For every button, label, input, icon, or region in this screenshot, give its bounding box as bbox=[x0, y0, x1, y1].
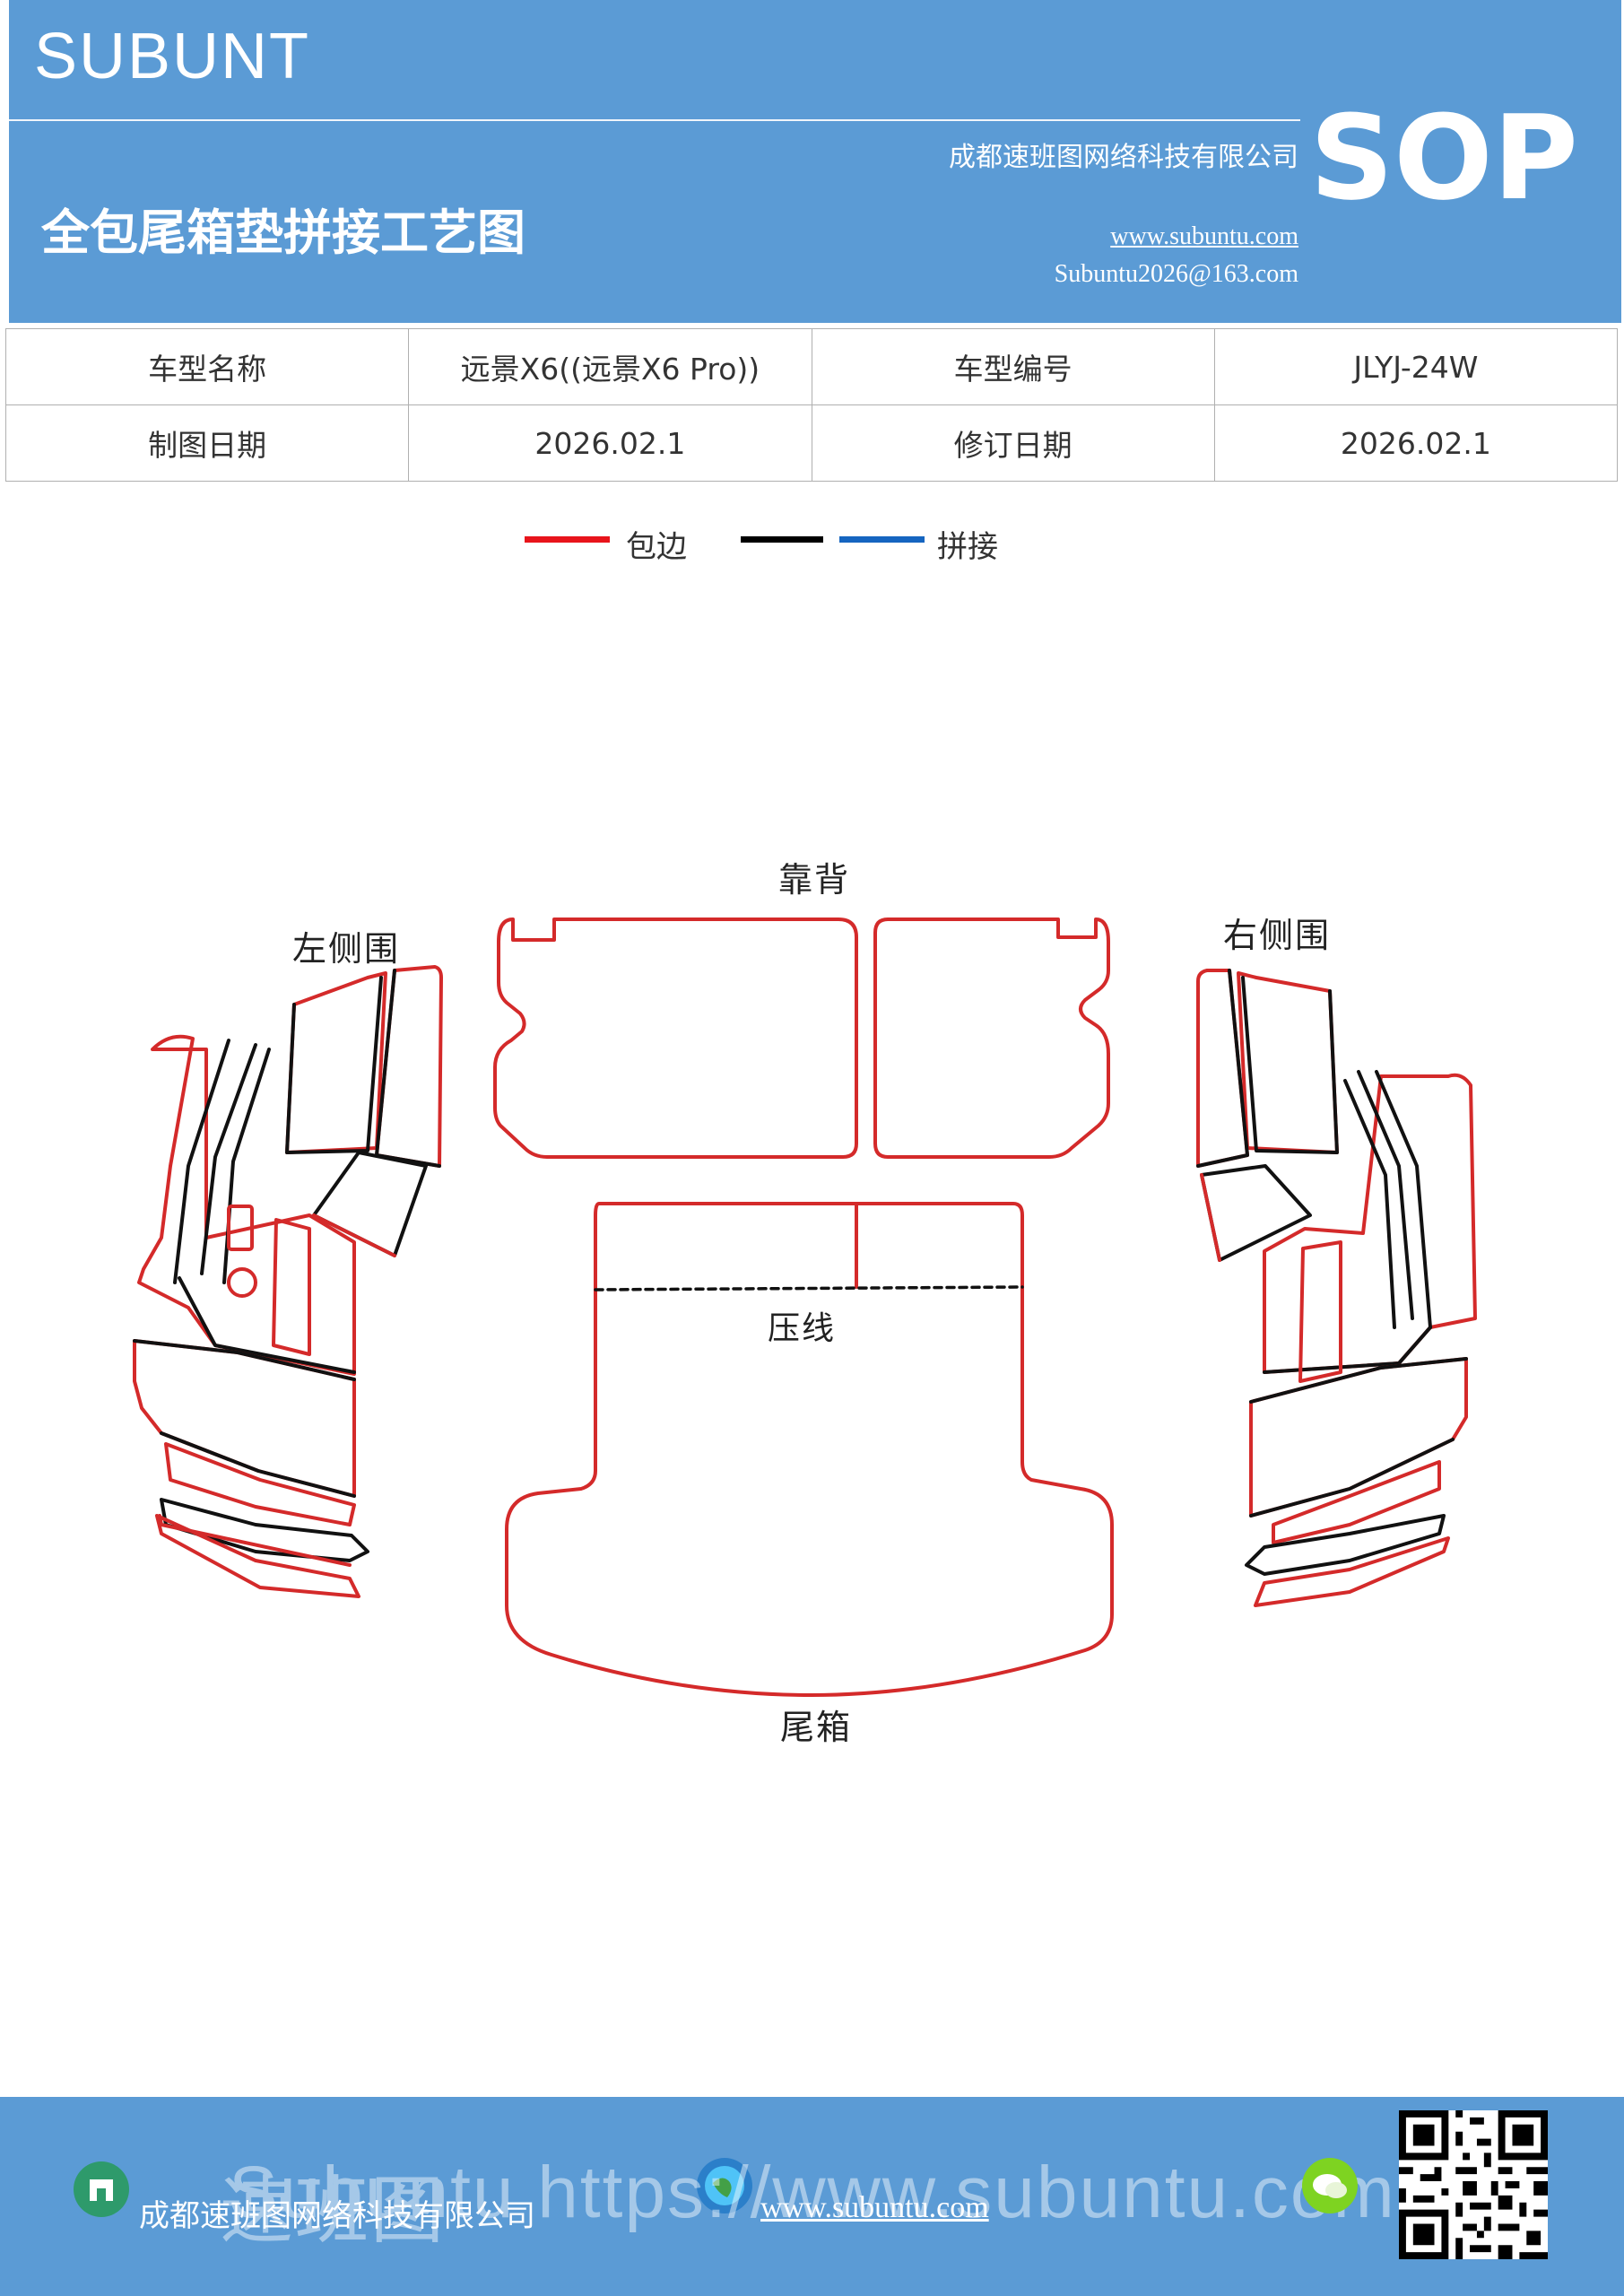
right-side-strip-splice-1 bbox=[1375, 1070, 1432, 1329]
trunk-floor-outline bbox=[505, 1202, 1114, 1697]
model-name-label: 车型名称 bbox=[4, 328, 410, 405]
right-side-strip-splice-3 bbox=[1343, 1079, 1396, 1329]
header-divider bbox=[9, 119, 1300, 121]
revise-date-value: 2026.02.1 bbox=[1213, 404, 1619, 482]
globe-icon bbox=[697, 2158, 752, 2213]
legend-edge-label: 包边 bbox=[626, 529, 687, 565]
crease-label: 压线 bbox=[768, 1310, 837, 1347]
right-side-lower-splice bbox=[1263, 1326, 1432, 1374]
right-side-upper-splice bbox=[1241, 976, 1339, 1154]
left-side-round-hole bbox=[227, 1267, 257, 1298]
header-company: 成都速班图网络科技有限公司 bbox=[949, 142, 1298, 173]
left-side-wedge-edge bbox=[312, 1213, 396, 1257]
left-side-top-right-piece bbox=[375, 965, 443, 1168]
left-side-strip-splice-1 bbox=[173, 1039, 230, 1284]
left-side-bottom-piece bbox=[155, 1514, 360, 1598]
left-side-bottom-strip-1 bbox=[164, 1442, 356, 1526]
model-code-label: 车型编号 bbox=[811, 328, 1215, 405]
footer-website-link[interactable]: www.subuntu.com bbox=[760, 2191, 989, 2224]
legend-splice-label: 拼接 bbox=[937, 529, 998, 565]
header-website-link[interactable]: www.subuntu.com bbox=[1110, 222, 1298, 250]
right-side-lower-panel-splice bbox=[1249, 1357, 1468, 1404]
left-side-top-right-splice bbox=[375, 969, 441, 1168]
header-email: Subuntu2026@163.com bbox=[1054, 260, 1298, 288]
legend-edge-swatch bbox=[525, 536, 610, 543]
legend: 包边 拼接 bbox=[0, 527, 1624, 572]
right-side-label: 右侧围 bbox=[1223, 916, 1332, 955]
backrest-left-panel bbox=[493, 918, 858, 1159]
right-side-bottom-strip-1 bbox=[1272, 1460, 1441, 1544]
legend-black-swatch bbox=[741, 536, 823, 543]
left-side-vertical-slot bbox=[272, 1218, 311, 1356]
right-side-bottom-piece bbox=[1254, 1536, 1450, 1607]
crease-line bbox=[594, 1285, 1024, 1292]
brand-logo-text: SUBUNT bbox=[34, 21, 311, 92]
left-side-lower-panel-splice bbox=[133, 1339, 356, 1381]
left-side-strip-splice-2 bbox=[200, 1043, 257, 1275]
table-row: 制图日期 2026.02.1 修订日期 2026.02.1 bbox=[4, 404, 1619, 482]
header-banner: SUBUNT 成都速班图网络科技有限公司 全包尾箱垫拼接工艺图 www.subu… bbox=[9, 0, 1621, 323]
model-code-value: JLYJ-24W bbox=[1213, 328, 1619, 405]
right-side-top-left-piece bbox=[1196, 969, 1249, 1168]
left-side-label: 左侧围 bbox=[292, 929, 401, 969]
document-title: 全包尾箱垫拼接工艺图 bbox=[41, 204, 525, 261]
trunk-label: 尾箱 bbox=[780, 1708, 853, 1747]
vehicle-info-table: 车型名称 远景X6((远景X6 Pro)) 车型编号 JLYJ-24W 制图日期… bbox=[4, 328, 1619, 482]
footer-watermark-url: Subuntu https://www.subuntu.com bbox=[229, 2152, 1396, 2233]
right-side-vertical-slot bbox=[1298, 1240, 1342, 1383]
right-side-wedge-edge bbox=[1200, 1173, 1221, 1262]
right-side-strip-splice-2 bbox=[1357, 1070, 1414, 1320]
revise-date-label: 修订日期 bbox=[811, 404, 1215, 482]
left-side-lower-splice bbox=[178, 1276, 356, 1374]
right-side-lower-panel-splice-2 bbox=[1249, 1438, 1455, 1518]
backrest-label: 靠背 bbox=[778, 860, 851, 900]
right-side-bottom-strip-2 bbox=[1245, 1514, 1446, 1576]
backrest-right-panel bbox=[873, 918, 1110, 1159]
left-side-upper-splice bbox=[285, 976, 383, 1154]
left-side-lower-panel-splice-2 bbox=[160, 1431, 356, 1498]
wechat-icon bbox=[1302, 2158, 1358, 2213]
qr-code bbox=[1399, 2110, 1548, 2259]
draw-date-value: 2026.02.1 bbox=[408, 404, 812, 482]
model-name-value: 远景X6((远景X6 Pro)) bbox=[408, 328, 812, 405]
sop-badge: SOP bbox=[1309, 90, 1578, 226]
table-row: 车型名称 远景X6((远景X6 Pro)) 车型编号 JLYJ-24W bbox=[4, 328, 1619, 405]
left-side-window-slot bbox=[227, 1205, 254, 1251]
trunk-mat-diagram bbox=[133, 918, 1477, 1697]
footer-company: 成都速班图网络科技有限公司 bbox=[139, 2198, 535, 2234]
left-side-wedge-piece bbox=[312, 1151, 428, 1257]
right-side-top-left-splice bbox=[1196, 969, 1249, 1168]
right-side-main-piece bbox=[1263, 1073, 1477, 1374]
legend-splice-swatch bbox=[839, 536, 925, 543]
draw-date-label: 制图日期 bbox=[4, 404, 410, 482]
left-side-main-piece bbox=[137, 1034, 356, 1376]
footer-watermark-cn: 速班图 bbox=[220, 2170, 447, 2252]
company-building-icon bbox=[74, 2161, 129, 2217]
